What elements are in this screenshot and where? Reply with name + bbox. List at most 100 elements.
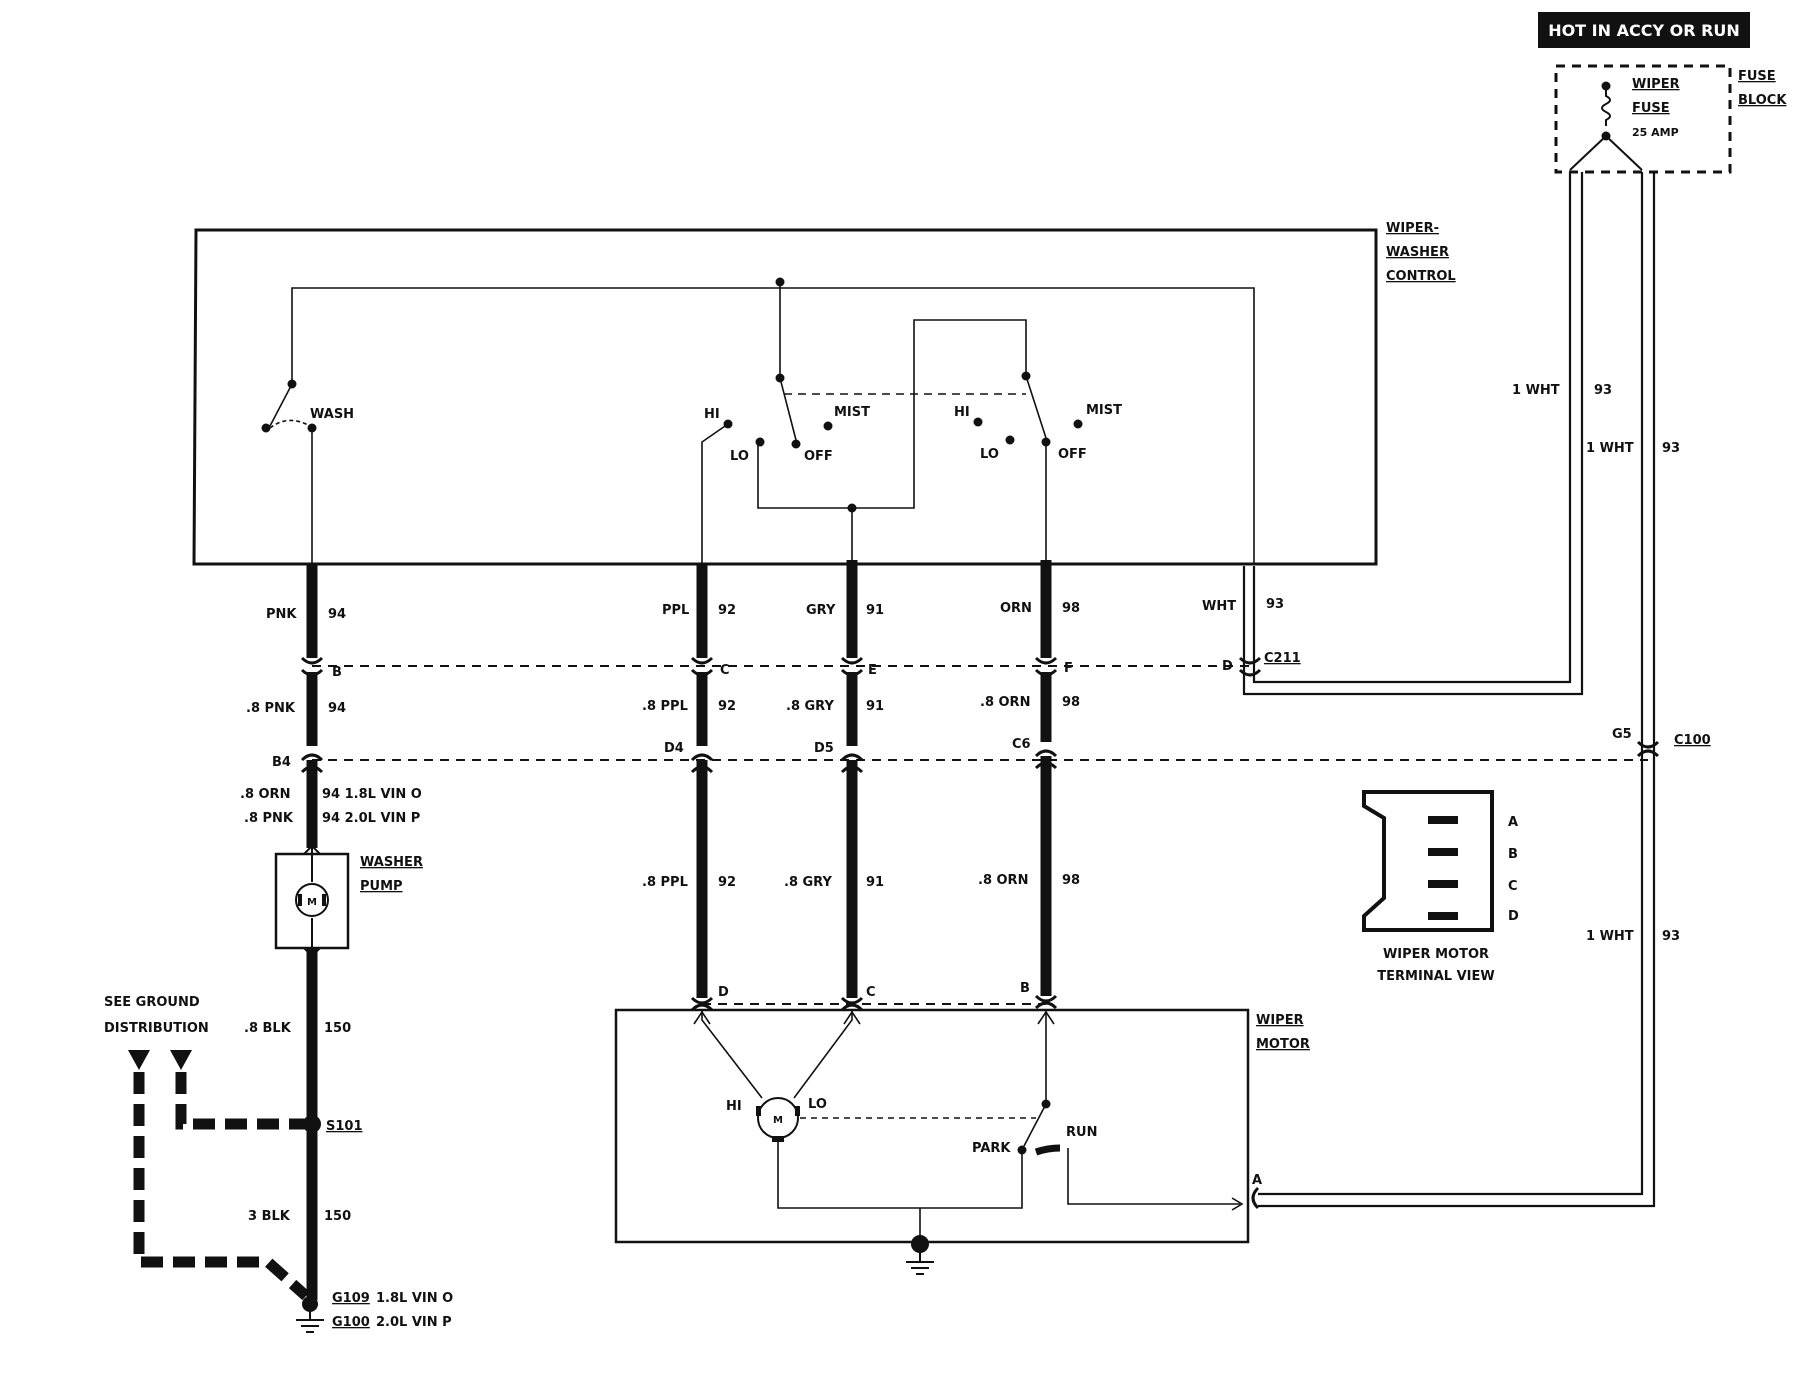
gry8-label: .8 GRY (786, 699, 834, 714)
motor-name-1: WIPER (1256, 1013, 1304, 1028)
motor-lo-label: LO (808, 1097, 827, 1112)
blk3-label: 3 BLK (248, 1209, 291, 1224)
orn8c-num: 98 (1062, 873, 1080, 888)
wht-num: 93 (1266, 597, 1284, 612)
gry-label: GRY (806, 603, 836, 618)
control-internal-wiring (261, 277, 1255, 564)
wht-num-2: 93 (1662, 441, 1680, 456)
conn-e-label: E (868, 663, 877, 678)
terminal-caption-1: WIPER MOTOR (1383, 947, 1489, 962)
wash-label: WASH (310, 407, 354, 422)
conn-d5-label: D5 (814, 741, 834, 756)
terminal-pin-d: D (1508, 909, 1519, 924)
heavy-wires (306, 560, 1052, 1300)
ground-icon-g109 (296, 1296, 324, 1333)
ppl-num: 92 (718, 603, 736, 618)
wht-label-1: 1 WHT (1512, 383, 1560, 398)
ground-g109-desc: 1.8L VIN O (376, 1291, 453, 1306)
conn-f-label: F (1064, 661, 1073, 676)
sw1-mist-label: MIST (834, 405, 870, 420)
vin-o-label: 94 1.8L VIN O (322, 787, 422, 802)
vin-p-label: 94 2.0L VIN P (322, 811, 420, 826)
pump-name-2: PUMP (360, 879, 403, 894)
pnk8b-label: .8 PNK (244, 811, 294, 826)
fuse-name-2: FUSE (1632, 101, 1670, 116)
blk8-label: .8 BLK (244, 1021, 292, 1036)
pnk8-num: 94 (328, 701, 346, 716)
sw2-off-label: OFF (1058, 447, 1087, 462)
sw1-off-label: OFF (804, 449, 833, 464)
pump-name-1: WASHER (360, 855, 423, 870)
terminal-pin-c: C (1508, 879, 1518, 894)
motor-m-label: M (773, 1115, 783, 1126)
wht-num-1: 93 (1594, 383, 1612, 398)
terminal-pin-a: A (1508, 815, 1518, 830)
ppl8-label: .8 PPL (642, 699, 688, 714)
control-name-1: WIPER- (1386, 221, 1439, 236)
control-name-3: CONTROL (1386, 269, 1456, 284)
pnk-label: PNK (266, 607, 297, 622)
orn8-label: .8 ORN (980, 695, 1030, 710)
fuse-block-label-2: BLOCK (1738, 93, 1787, 108)
gry8b-label: .8 GRY (784, 875, 832, 890)
motor-park-label: PARK (972, 1141, 1011, 1156)
gry-num: 91 (866, 603, 884, 618)
fuse-block-label-1: FUSE (1738, 69, 1776, 84)
conn-b4-label: B4 (272, 755, 291, 770)
blk3-num: 150 (324, 1209, 351, 1224)
ppl8b-label: .8 PPL (642, 875, 688, 890)
motor-ground-icon (906, 1235, 934, 1275)
wht-label-2: 1 WHT (1586, 441, 1634, 456)
pnk8-label: .8 PNK (246, 701, 296, 716)
terminal-pin-b: B (1508, 847, 1518, 862)
conn-c6-label: C6 (1012, 737, 1031, 752)
sw2-mist-label: MIST (1086, 403, 1122, 418)
sw2-hi-label: HI (954, 405, 970, 420)
wht-num-3: 93 (1662, 929, 1680, 944)
wiper-motor-terminal-view (1362, 790, 1494, 932)
orn-num: 98 (1062, 601, 1080, 616)
see-ground-1: SEE GROUND (104, 995, 200, 1010)
orn8-num: 98 (1062, 695, 1080, 710)
fuse-rating: 25 AMP (1632, 126, 1679, 139)
gry8-num: 91 (866, 699, 884, 714)
splice-s101-label: S101 (326, 1119, 363, 1134)
sw1-hi-label: HI (704, 407, 720, 422)
motor-hi-label: HI (726, 1099, 742, 1114)
wht-label: WHT (1202, 599, 1236, 614)
ppl8b-num: 92 (718, 875, 736, 890)
motor-name-2: MOTOR (1256, 1037, 1310, 1052)
connector-c100-symbols (300, 740, 1660, 774)
hot-label: HOT IN ACCY OR RUN (1548, 21, 1740, 40)
sw2-lo-label: LO (980, 447, 999, 462)
conn-d-label: D (1222, 659, 1233, 674)
wiper-fuse-icon (1569, 81, 1643, 171)
wht-label-3: 1 WHT (1586, 929, 1634, 944)
gry8b-num: 91 (866, 875, 884, 890)
control-name-2: WASHER (1386, 245, 1449, 260)
motor-run-label: RUN (1066, 1125, 1097, 1140)
conn-g5-label: G5 (1612, 727, 1632, 742)
fuse-name-1: WIPER (1632, 77, 1680, 92)
motor-internal-wiring (693, 1010, 1244, 1236)
motor-conn-c: C (866, 985, 876, 1000)
motor-conn-d: D (718, 985, 729, 1000)
blk8-num: 150 (324, 1021, 351, 1036)
conn-c100-label: C100 (1674, 733, 1711, 748)
wiper-washer-control-box (192, 228, 1378, 566)
washer-pump-motor-icon (295, 844, 329, 958)
ground-g100-desc: 2.0L VIN P (376, 1315, 452, 1330)
orn8b-label: .8 ORN (240, 787, 290, 802)
wiper-motor-box (614, 1008, 1250, 1244)
orn8c-label: .8 ORN (978, 873, 1028, 888)
terminal-caption-2: TERMINAL VIEW (1377, 969, 1494, 984)
conn-d4-label: D4 (664, 741, 684, 756)
wht-wire-93 (1242, 172, 1656, 1208)
fuse-block-outline (1554, 64, 1732, 174)
motor-conn-a: A (1252, 1173, 1262, 1188)
sw1-lo-label: LO (730, 449, 749, 464)
orn-label: ORN (1000, 601, 1032, 616)
conn-c-label: C (720, 663, 730, 678)
ppl8-num: 92 (718, 699, 736, 714)
